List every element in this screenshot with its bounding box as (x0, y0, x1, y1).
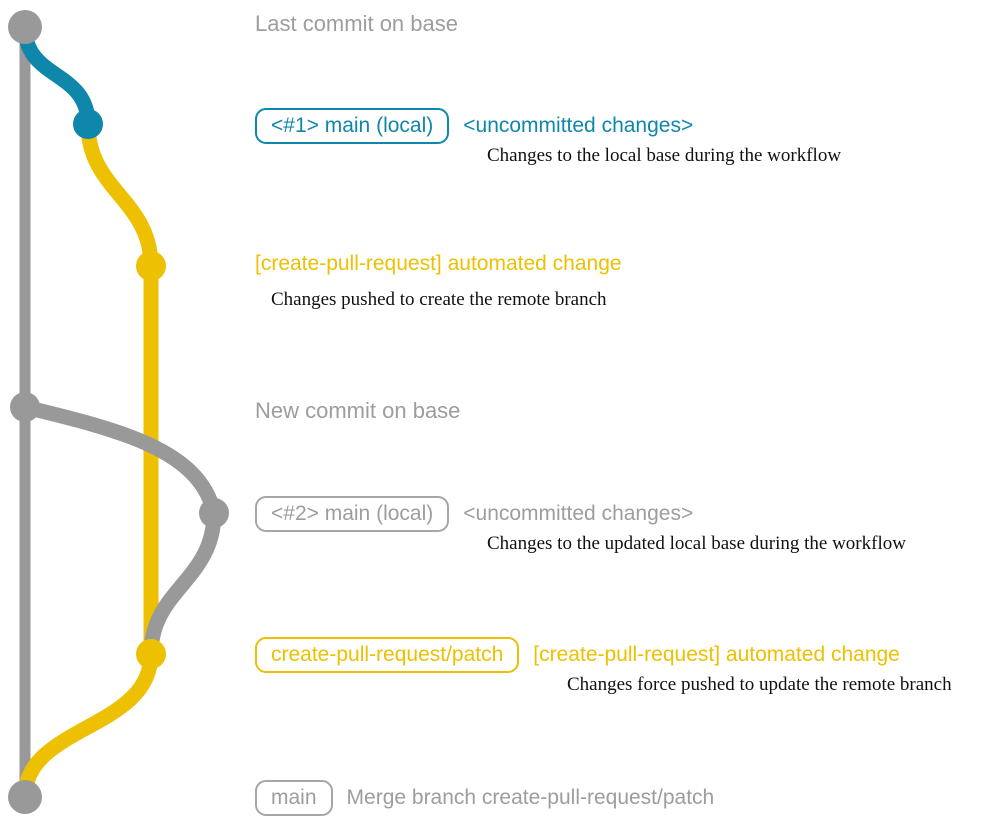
remote-commit-1-node[interactable] (136, 251, 166, 281)
edge-base-to-local-1 (17, 19, 96, 132)
heading-last-commit-on-base: Last commit on base (255, 11, 458, 36)
new-base-commit-node[interactable] (10, 392, 40, 422)
edge-local-2-to-remote-2 (143, 505, 222, 662)
commit-row-merge-commit: main Merge branch create-pull-request/pa… (255, 780, 714, 816)
remote-commit-2-node[interactable] (136, 639, 166, 669)
commit-description-local-change-1: Changes to the local base during the wor… (487, 145, 842, 166)
base-head-commit-node[interactable] (8, 10, 42, 44)
commit-row-local-change-2: <#2> main (local) <uncommitted changes> (255, 496, 693, 532)
commit-subject-local-change-2: <uncommitted changes> (463, 502, 694, 525)
edge-local-1-to-remote-1 (80, 116, 159, 274)
heading-new-commit-on-base: New commit on base (255, 398, 461, 423)
commit-description-remote-change-2: Changes force pushed to update the remot… (567, 674, 952, 695)
commit-row-remote-change-1: [create-pull-request] automated change (255, 252, 622, 276)
local-commit-1-node[interactable] (73, 109, 103, 139)
commit-subject-merge-commit: Merge branch create-pull-request/patch (346, 786, 715, 809)
commit-subject-remote-change-1: [create-pull-request] automated change (255, 252, 622, 275)
commit-subject-remote-change-2: [create-pull-request] automated change (533, 643, 900, 666)
branch-badge-main[interactable]: main (255, 780, 333, 816)
merge-commit-node[interactable] (8, 780, 42, 814)
commit-row-local-change-1: <#1> main (local) <uncommitted changes> (255, 108, 693, 144)
commit-subject-local-change-1: <uncommitted changes> (463, 114, 694, 137)
commit-description-local-change-2: Changes to the updated local base during… (487, 533, 906, 554)
edge-base-new-to-local-2 (17, 399, 222, 521)
edge-remote-2-to-merge (17, 646, 159, 805)
branch-badge-main-local-2[interactable]: <#2> main (local) (255, 496, 450, 532)
commit-description-remote-change-1: Changes pushed to create the remote bran… (271, 289, 607, 310)
commit-row-remote-change-2: create-pull-request/patch [create-pull-r… (255, 637, 900, 673)
branch-badge-main-local-1[interactable]: <#1> main (local) (255, 108, 450, 144)
local-commit-2-node[interactable] (199, 498, 229, 528)
branch-badge-create-pull-request-patch[interactable]: create-pull-request/patch (255, 637, 520, 673)
